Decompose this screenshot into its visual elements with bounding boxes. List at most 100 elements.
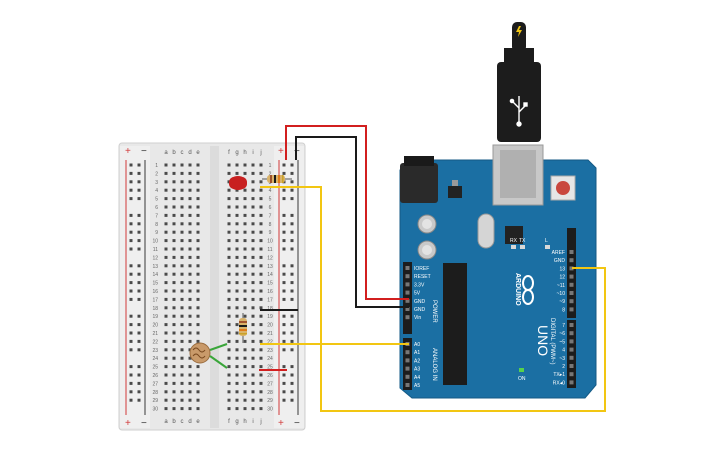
- breadboard-hole[interactable]: [188, 213, 192, 217]
- rail-hole[interactable]: [137, 289, 141, 293]
- rail-hole[interactable]: [137, 180, 141, 184]
- breadboard-hole[interactable]: [172, 188, 176, 192]
- breadboard-hole[interactable]: [172, 197, 176, 201]
- rail-hole[interactable]: [137, 348, 141, 352]
- rail-hole[interactable]: [129, 230, 133, 234]
- rail-hole[interactable]: [137, 197, 141, 201]
- breadboard-hole[interactable]: [235, 255, 239, 259]
- rail-hole[interactable]: [137, 390, 141, 394]
- breadboard-hole[interactable]: [251, 306, 255, 310]
- breadboard-hole[interactable]: [243, 407, 247, 411]
- breadboard-hole[interactable]: [172, 306, 176, 310]
- rail-hole[interactable]: [282, 213, 286, 217]
- breadboard-hole[interactable]: [259, 272, 263, 276]
- breadboard-hole[interactable]: [227, 281, 231, 285]
- breadboard-hole[interactable]: [235, 205, 239, 209]
- rail-hole[interactable]: [137, 188, 141, 192]
- breadboard-hole[interactable]: [196, 339, 200, 343]
- breadboard-hole[interactable]: [164, 407, 168, 411]
- breadboard-hole[interactable]: [196, 323, 200, 327]
- breadboard-hole[interactable]: [235, 339, 239, 343]
- breadboard-hole[interactable]: [227, 323, 231, 327]
- breadboard-hole[interactable]: [188, 407, 192, 411]
- breadboard-hole[interactable]: [251, 339, 255, 343]
- breadboard-hole[interactable]: [259, 239, 263, 243]
- breadboard-hole[interactable]: [196, 205, 200, 209]
- breadboard-hole[interactable]: [259, 247, 263, 251]
- breadboard-hole[interactable]: [180, 381, 184, 385]
- rail-hole[interactable]: [137, 272, 141, 276]
- breadboard-hole[interactable]: [243, 314, 247, 318]
- rail-hole[interactable]: [282, 239, 286, 243]
- header-pin[interactable]: [405, 298, 410, 303]
- breadboard-hole[interactable]: [164, 306, 168, 310]
- breadboard-hole[interactable]: [235, 272, 239, 276]
- header-pin[interactable]: [569, 299, 574, 304]
- breadboard-hole[interactable]: [259, 163, 263, 167]
- breadboard-hole[interactable]: [196, 390, 200, 394]
- breadboard-hole[interactable]: [164, 331, 168, 335]
- breadboard-hole[interactable]: [196, 373, 200, 377]
- rail-hole[interactable]: [290, 213, 294, 217]
- header-pin[interactable]: [405, 383, 410, 387]
- rail-hole[interactable]: [137, 339, 141, 343]
- rail-hole[interactable]: [290, 180, 294, 184]
- breadboard-hole[interactable]: [180, 171, 184, 175]
- breadboard-hole[interactable]: [259, 205, 263, 209]
- breadboard-hole[interactable]: [251, 297, 255, 301]
- breadboard-hole[interactable]: [227, 197, 231, 201]
- breadboard-hole[interactable]: [259, 356, 263, 360]
- header-pin[interactable]: [569, 291, 574, 295]
- breadboard-hole[interactable]: [227, 213, 231, 217]
- breadboard-hole[interactable]: [188, 239, 192, 243]
- breadboard-hole[interactable]: [196, 255, 200, 259]
- rail-hole[interactable]: [282, 289, 286, 293]
- breadboard-hole[interactable]: [251, 255, 255, 259]
- breadboard-hole[interactable]: [259, 314, 263, 318]
- rail-hole[interactable]: [282, 188, 286, 192]
- breadboard-hole[interactable]: [251, 331, 255, 335]
- breadboard-hole[interactable]: [243, 213, 247, 217]
- breadboard-hole[interactable]: [172, 281, 176, 285]
- breadboard-hole[interactable]: [172, 381, 176, 385]
- rail-hole[interactable]: [129, 213, 133, 217]
- breadboard-hole[interactable]: [164, 398, 168, 402]
- rail-hole[interactable]: [129, 188, 133, 192]
- rail-hole[interactable]: [290, 289, 294, 293]
- breadboard-hole[interactable]: [180, 356, 184, 360]
- breadboard-hole[interactable]: [164, 264, 168, 268]
- rail-hole[interactable]: [282, 373, 286, 377]
- header-pin[interactable]: [569, 282, 574, 287]
- breadboard-hole[interactable]: [227, 373, 231, 377]
- rail-hole[interactable]: [137, 314, 141, 318]
- rail-hole[interactable]: [129, 297, 133, 301]
- breadboard-hole[interactable]: [227, 289, 231, 293]
- breadboard-hole[interactable]: [180, 373, 184, 377]
- breadboard-hole[interactable]: [227, 205, 231, 209]
- breadboard-hole[interactable]: [243, 398, 247, 402]
- breadboard-hole[interactable]: [251, 281, 255, 285]
- rail-hole[interactable]: [137, 239, 141, 243]
- breadboard-hole[interactable]: [188, 205, 192, 209]
- breadboard-hole[interactable]: [243, 356, 247, 360]
- rail-hole[interactable]: [290, 365, 294, 369]
- breadboard-hole[interactable]: [196, 297, 200, 301]
- reset-button-cap[interactable]: [556, 181, 570, 195]
- breadboard-hole[interactable]: [259, 289, 263, 293]
- breadboard-hole[interactable]: [259, 222, 263, 226]
- breadboard-hole[interactable]: [251, 272, 255, 276]
- breadboard-hole[interactable]: [172, 356, 176, 360]
- breadboard-hole[interactable]: [188, 297, 192, 301]
- header-pin[interactable]: [405, 350, 410, 355]
- rail-hole[interactable]: [290, 230, 294, 234]
- breadboard-hole[interactable]: [188, 289, 192, 293]
- resistor-bottom[interactable]: [239, 313, 247, 343]
- breadboard-hole[interactable]: [180, 163, 184, 167]
- breadboard-hole[interactable]: [172, 163, 176, 167]
- header-pin[interactable]: [569, 307, 574, 312]
- breadboard-hole[interactable]: [227, 222, 231, 226]
- breadboard-hole[interactable]: [243, 297, 247, 301]
- breadboard-hole[interactable]: [180, 365, 184, 369]
- breadboard-hole[interactable]: [251, 356, 255, 360]
- breadboard-hole[interactable]: [180, 230, 184, 234]
